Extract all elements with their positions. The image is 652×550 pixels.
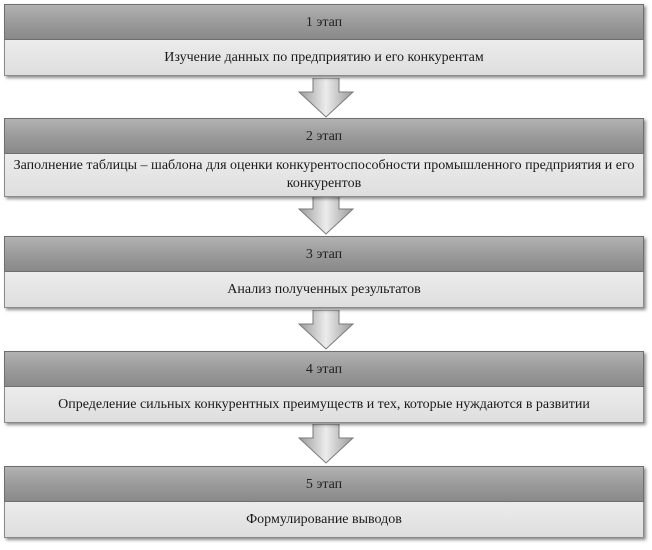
stage-4-description: Определение сильных конкурентных преимущ… [4, 387, 644, 423]
down-arrow-3-icon [297, 310, 355, 350]
stage-2: 2 этап Заполнение таблицы – шаблона для … [4, 118, 644, 197]
stage-5: 5 этап Формулирование выводов [4, 466, 644, 538]
stage-4: 4 этап Определение сильных конкурентных … [4, 351, 644, 423]
stage-2-title: 2 этап [4, 118, 644, 154]
down-arrow-1-icon [297, 78, 355, 118]
stage-5-title: 5 этап [4, 466, 644, 502]
down-arrow-4-icon [297, 424, 355, 464]
stage-1-description: Изучение данных по предприятию и его кон… [4, 40, 644, 76]
stage-1-title: 1 этап [4, 4, 644, 40]
stage-1: 1 этап Изучение данных по предприятию и … [4, 4, 644, 76]
down-arrow-2-icon [297, 195, 355, 235]
stage-3-title: 3 этап [4, 236, 644, 272]
stage-3-description: Анализ полученных результатов [4, 272, 644, 308]
stage-2-description: Заполнение таблицы – шаблона для оценки … [4, 154, 644, 197]
stage-4-title: 4 этап [4, 351, 644, 387]
stage-5-description: Формулирование выводов [4, 502, 644, 538]
stage-3: 3 этап Анализ полученных результатов [4, 236, 644, 308]
